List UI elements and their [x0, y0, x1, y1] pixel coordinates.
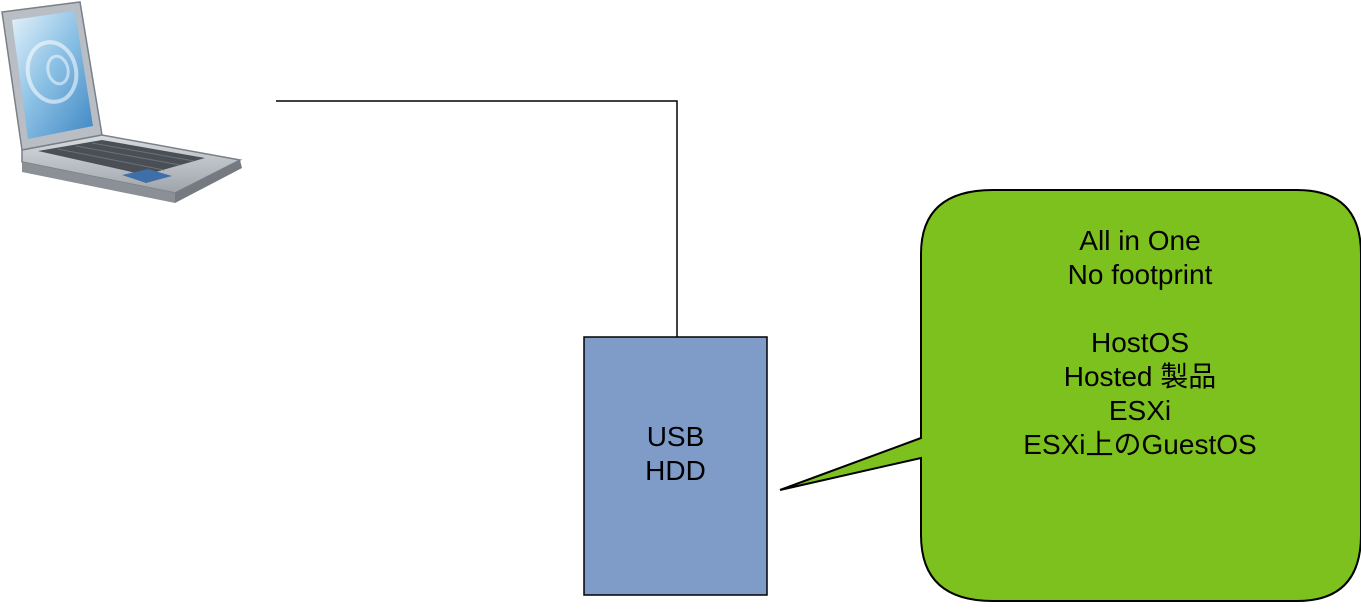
callout-line-esxi-guestos: ESXi上のGuestOS	[1023, 429, 1257, 460]
callout-line-all-in-one: All in One	[1079, 225, 1201, 256]
callout-bubble	[779, 189, 1361, 602]
connection-line	[276, 100, 678, 337]
laptop-icon	[1, 1, 243, 203]
callout-line-esxi: ESXi	[1108, 395, 1172, 426]
callout-line-hostos: HostOS	[1090, 327, 1190, 358]
usb-hdd-label-line-2: HDD	[645, 455, 706, 486]
callout-text: All in One No footprint HostOS Hosted 製品…	[918, 224, 1361, 462]
usb-hdd-label-line-1: USB	[646, 421, 705, 452]
usb-hdd-box	[583, 336, 768, 596]
callout-line-no-footprint: No footprint	[1067, 259, 1213, 290]
callout-line-hosted-product: Hosted 製品	[1063, 361, 1217, 392]
callout-line-spacer	[918, 292, 1361, 326]
usb-hdd-label: USB HDD	[584, 420, 767, 488]
